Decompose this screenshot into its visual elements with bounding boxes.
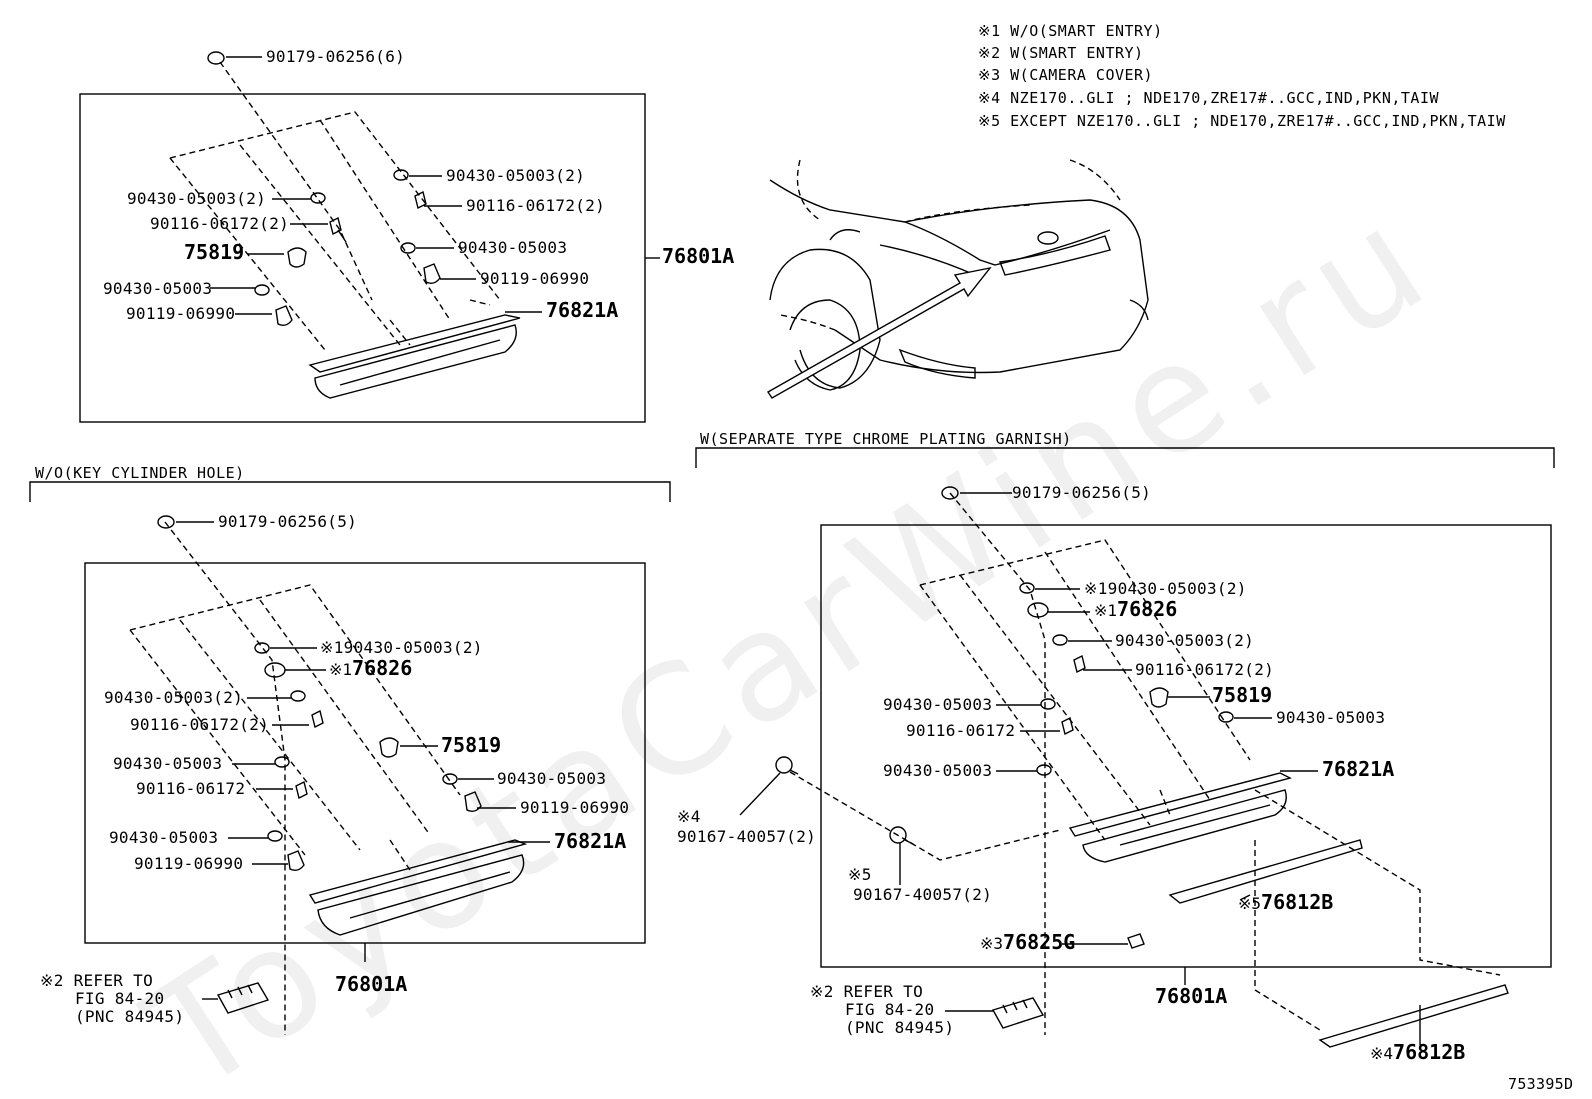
label-left-90430-e: 90430-05003 bbox=[109, 828, 219, 847]
label-right-90167-a: 90167-40057(2) bbox=[677, 827, 817, 846]
label-right-mark4: ※4 bbox=[677, 807, 701, 826]
label-top-90430-d: 90430-05003 bbox=[458, 238, 568, 257]
right-assy-box bbox=[820, 524, 1552, 968]
label-top-90119-b: 90119-06990 bbox=[480, 269, 590, 288]
label-right-76801A: 76801A bbox=[1155, 984, 1228, 1008]
label-right-refer-1: ※2 REFER TO bbox=[810, 982, 924, 1001]
label-left-90116-a: 90116-06172(2) bbox=[130, 715, 270, 734]
label-left-90119-b: 90119-06990 bbox=[134, 854, 244, 873]
label-top-75819: 75819 bbox=[184, 240, 245, 264]
label-right-76825G: ※376825G bbox=[980, 930, 1076, 954]
label-right-76812B-a: ※576812B bbox=[1238, 890, 1334, 914]
section-title-right: W(SEPARATE TYPE CHROME PLATING GARNISH) bbox=[700, 430, 1072, 448]
note-5: ※5 EXCEPT NZE170..GLI ; NDE170,ZRE17#..G… bbox=[978, 112, 1506, 130]
right-dashed-outline bbox=[789, 492, 1501, 1035]
label-left-refer-3: (PNC 84945) bbox=[75, 1007, 185, 1026]
label-top-90430-b: 90430-05003(2) bbox=[446, 166, 586, 185]
label-left-90430-b: 90430-05003(2) bbox=[104, 688, 244, 707]
label-top-90430-c: 90430-05003 bbox=[103, 279, 213, 298]
label-left-90116-b: 90116-06172 bbox=[136, 779, 246, 798]
left-section-bracket bbox=[29, 481, 671, 502]
label-right-refer-3: (PNC 84945) bbox=[845, 1018, 955, 1037]
label-right-75819: 75819 bbox=[1212, 683, 1273, 707]
label-top-90179: 90179-06256(6) bbox=[266, 47, 406, 66]
note-4: ※4 NZE170..GLI ; NDE170,ZRE17#..GCC,IND,… bbox=[978, 89, 1440, 107]
label-top-90116-b: 90116-06172(2) bbox=[466, 196, 606, 215]
note-1: ※1 W/O(SMART ENTRY) bbox=[978, 22, 1163, 40]
label-left-90119-a: 90119-06990 bbox=[520, 798, 630, 817]
label-top-76801A: 76801A bbox=[662, 244, 735, 268]
label-left-90430-a: ※190430-05003(2) bbox=[320, 638, 483, 657]
left-dashed-outline bbox=[129, 521, 461, 1035]
label-right-76812B-b: ※476812B bbox=[1370, 1040, 1466, 1064]
top-assy-box bbox=[79, 93, 646, 423]
right-garnish bbox=[1068, 772, 1509, 1048]
label-right-90430-e: 90430-05003 bbox=[883, 761, 993, 780]
top-dashed-outline bbox=[169, 61, 501, 351]
label-left-75819: 75819 bbox=[441, 733, 502, 757]
label-right-76821A: 76821A bbox=[1322, 757, 1395, 781]
label-left-76826: ※176826 bbox=[329, 656, 413, 680]
location-arrow bbox=[767, 266, 992, 399]
left-switch bbox=[216, 982, 270, 1014]
label-left-refer-1: ※2 REFER TO bbox=[40, 971, 154, 990]
label-right-90430-a: ※190430-05003(2) bbox=[1084, 579, 1247, 598]
label-right-mark5: ※5 bbox=[848, 865, 872, 884]
top-garnish bbox=[308, 314, 521, 399]
right-hardware bbox=[775, 486, 1234, 949]
note-2: ※2 W(SMART ENTRY) bbox=[978, 44, 1144, 62]
right-section-bracket bbox=[695, 447, 1555, 468]
car-rear-illustration bbox=[769, 159, 1149, 391]
label-top-90119-a: 90119-06990 bbox=[126, 304, 236, 323]
label-right-90116-b: 90116-06172 bbox=[906, 721, 1016, 740]
label-right-90179: 90179-06256(5) bbox=[1012, 483, 1152, 502]
label-left-90430-c: 90430-05003 bbox=[113, 754, 223, 773]
top-hardware bbox=[207, 51, 441, 327]
label-right-90116-a: 90116-06172(2) bbox=[1135, 660, 1275, 679]
label-right-76826: ※176826 bbox=[1094, 597, 1178, 621]
label-right-90167-b: 90167-40057(2) bbox=[853, 885, 993, 904]
label-right-90430-b: 90430-05003(2) bbox=[1115, 631, 1255, 650]
left-garnish bbox=[308, 839, 528, 936]
label-top-76821A: 76821A bbox=[546, 298, 619, 322]
label-left-90430-d: 90430-05003 bbox=[497, 769, 607, 788]
left-leaders bbox=[176, 521, 550, 1000]
label-right-90430-d: 90430-05003 bbox=[1276, 708, 1386, 727]
right-leaders bbox=[739, 492, 1421, 1045]
label-right-90430-c: 90430-05003 bbox=[883, 695, 993, 714]
note-3: ※3 W(CAMERA COVER) bbox=[978, 66, 1154, 84]
label-right-refer-2: FIG 84-20 bbox=[845, 1000, 935, 1019]
top-leaders bbox=[210, 56, 542, 315]
label-left-90179: 90179-06256(5) bbox=[218, 512, 358, 531]
label-top-90430-a: 90430-05003(2) bbox=[127, 189, 267, 208]
label-left-76821A: 76821A bbox=[554, 829, 627, 853]
right-switch bbox=[991, 997, 1045, 1029]
section-title-left: W/O(KEY CYLINDER HOLE) bbox=[35, 464, 245, 482]
label-top-90116-a: 90116-06172(2) bbox=[150, 214, 290, 233]
label-left-76801A: 76801A bbox=[335, 972, 408, 996]
drawing-id: 753395D bbox=[1508, 1075, 1574, 1093]
label-left-refer-2: FIG 84-20 bbox=[75, 989, 165, 1008]
